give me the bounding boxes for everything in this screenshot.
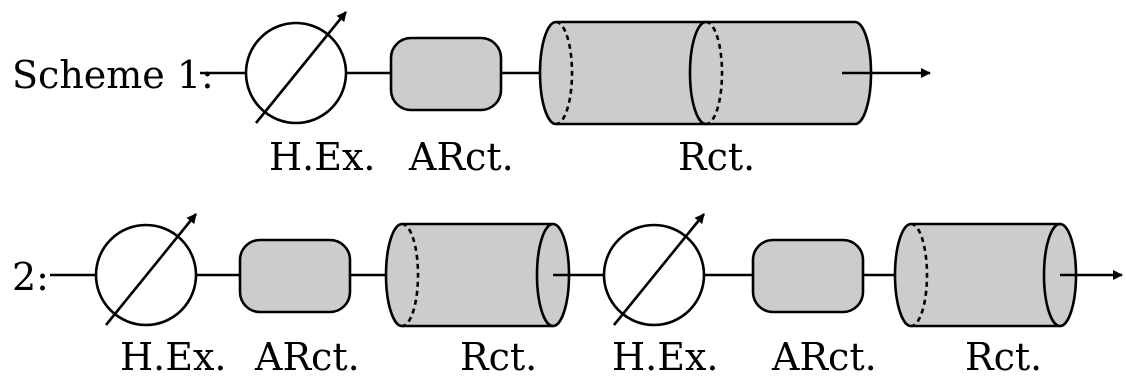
adiabatic-reactor: [389, 36, 503, 112]
adiabatic-reactor: [238, 238, 352, 314]
scheme-1-prefix: Scheme 1:: [12, 53, 214, 97]
label-reactor: Rct.: [678, 135, 755, 179]
reactor-cylinder: [893, 222, 1078, 328]
heat-exchanger-icon: [602, 213, 706, 327]
label-heat-exchanger-1: H.Ex.: [120, 335, 226, 377]
reactor-cylinder: [384, 222, 571, 328]
scheme-2-prefix: 2:: [12, 255, 49, 299]
scheme-2: 2: H.Ex. ARct. Rct.: [12, 213, 1123, 377]
heat-exchanger-icon: [244, 11, 348, 125]
label-adiabatic-reactor-2: ARct.: [771, 335, 877, 377]
label-reactor-2: Rct.: [965, 335, 1042, 377]
heat-exchanger-icon: [94, 213, 198, 327]
label-reactor-1: Rct.: [460, 335, 537, 377]
label-heat-exchanger-2: H.Ex.: [612, 335, 718, 377]
label-adiabatic-reactor: ARct.: [408, 135, 514, 179]
adiabatic-reactor: [751, 238, 865, 314]
label-heat-exchanger: H.Ex.: [269, 135, 375, 179]
scheme-1: Scheme 1: H.Ex. ARct. Rct.: [12, 11, 931, 179]
label-adiabatic-reactor-1: ARct.: [254, 335, 360, 377]
reactor-cylinder: [538, 20, 873, 126]
